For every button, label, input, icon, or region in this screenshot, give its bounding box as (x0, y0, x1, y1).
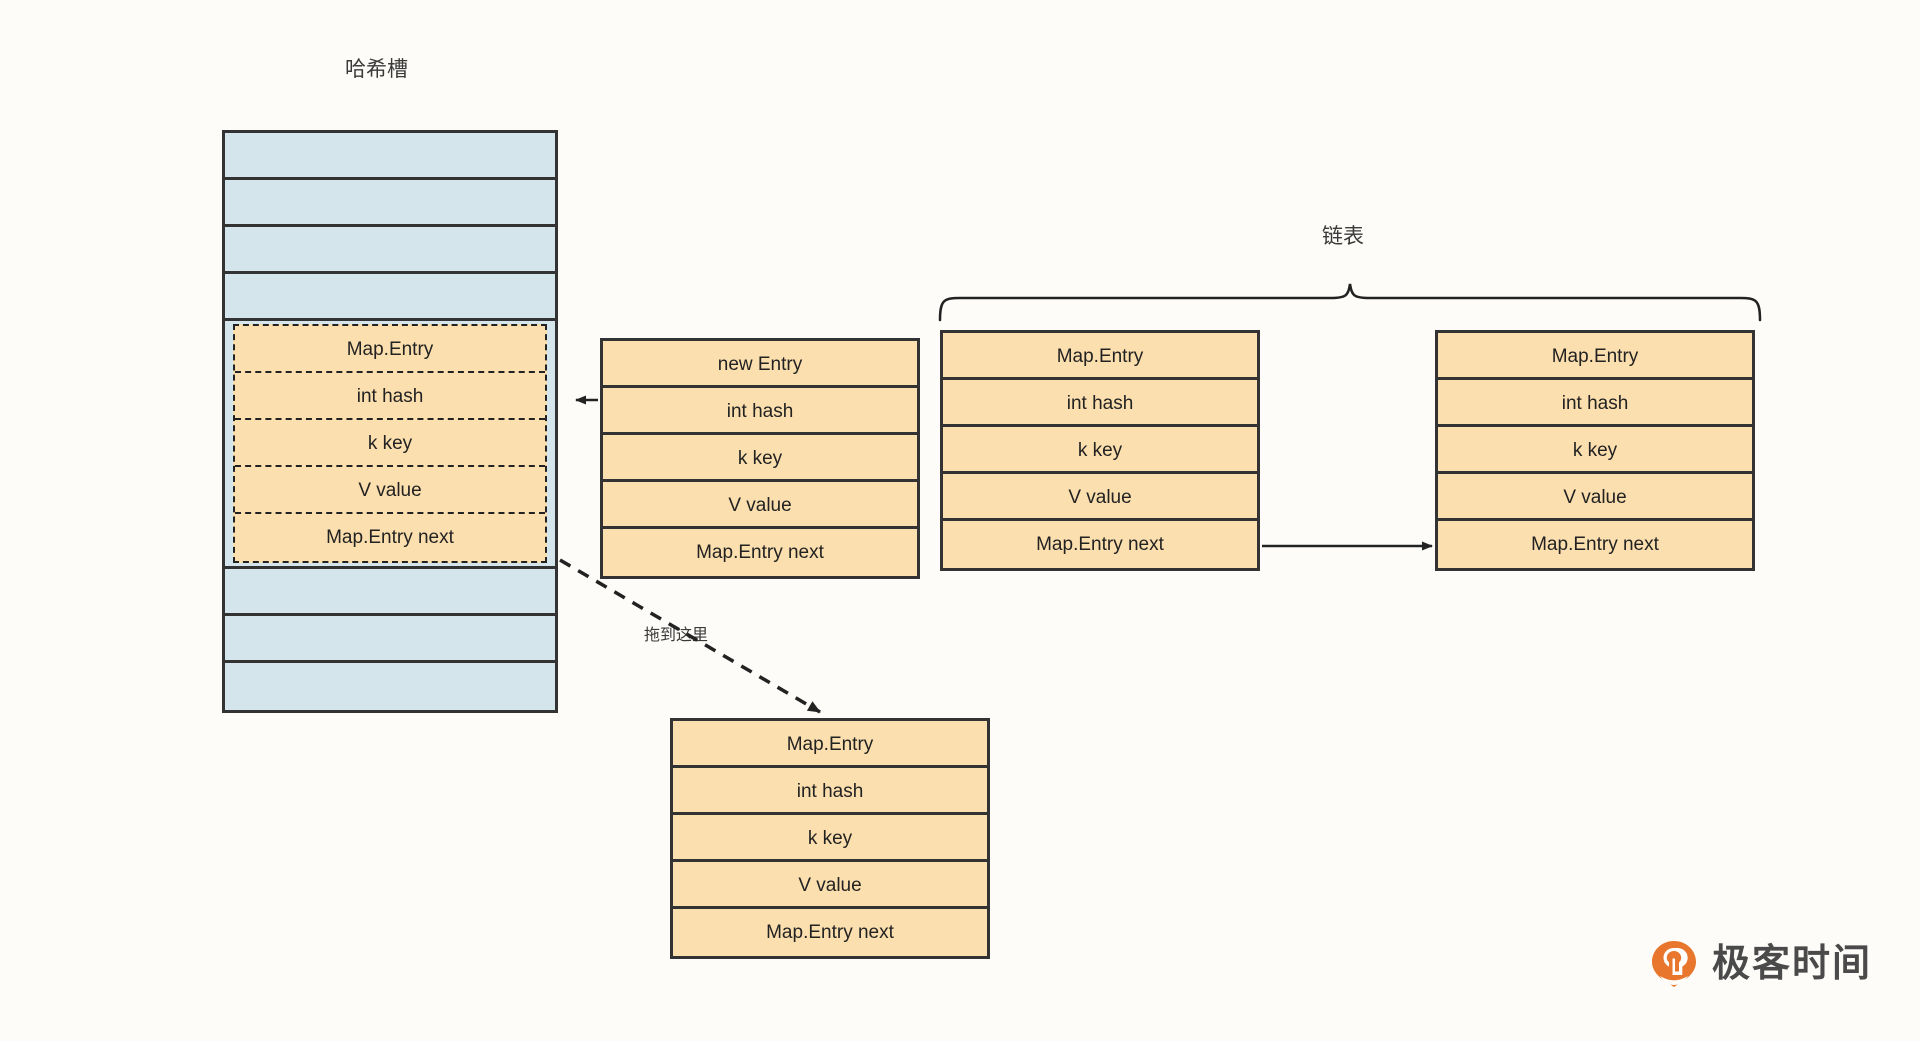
hash-slot-cell-0[interactable] (225, 133, 555, 180)
linked-list-title: 链表 (1322, 225, 1364, 248)
chain1-row-value: V value (943, 474, 1257, 521)
dragged-row-type: Map.Entry (673, 721, 987, 768)
drag-hint-label: 拖到这里 (644, 627, 709, 644)
chain-entry-1-box[interactable]: Map.Entry int hash k key V value Map.Ent… (940, 330, 1260, 571)
hash-slot-table: Map.Entry int hash k key V value Map.Ent… (222, 130, 558, 713)
chain1-row-type: Map.Entry (943, 333, 1257, 380)
chain1-row-hash: int hash (943, 380, 1257, 427)
chain2-row-value: V value (1438, 474, 1752, 521)
entry-row-hash: int hash (235, 373, 545, 420)
new-entry-row-value: V value (603, 482, 917, 529)
dragged-row-next: Map.Entry next (766, 922, 894, 943)
linked-list-brace (938, 283, 1762, 322)
dragged-row-key: k key (673, 815, 987, 862)
new-entry-row-next: Map.Entry next (696, 542, 824, 563)
brand-watermark: 极客时间 (1648, 938, 1872, 990)
dragged-row-hash: int hash (673, 768, 987, 815)
hash-slot-cell-5[interactable] (225, 569, 555, 616)
chain1-row-next: Map.Entry next (1036, 534, 1164, 555)
hash-slot-cell-2[interactable] (225, 227, 555, 274)
entry-row-value: V value (235, 467, 545, 514)
entry-row-type: Map.Entry (235, 326, 545, 373)
new-entry-row-hash: int hash (603, 388, 917, 435)
new-entry-box[interactable]: new Entry int hash k key V value Map.Ent… (600, 338, 920, 579)
hash-slot-cell-6[interactable] (225, 616, 555, 663)
chain2-row-type: Map.Entry (1438, 333, 1752, 380)
chain2-row-next: Map.Entry next (1531, 534, 1659, 555)
entry-row-key: k key (235, 420, 545, 467)
geektime-logo-icon (1652, 941, 1696, 987)
brand-name: 极客时间 (1712, 943, 1873, 985)
hash-slot-cell-4-occupied[interactable]: Map.Entry int hash k key V value Map.Ent… (225, 321, 555, 569)
chain2-row-hash: int hash (1438, 380, 1752, 427)
slot-embedded-entry[interactable]: Map.Entry int hash k key V value Map.Ent… (233, 324, 547, 563)
dragged-entry-box[interactable]: Map.Entry int hash k key V value Map.Ent… (670, 718, 990, 959)
hash-slot-cell-7[interactable] (225, 663, 555, 710)
chain-entry-2-box[interactable]: Map.Entry int hash k key V value Map.Ent… (1435, 330, 1755, 571)
hash-slot-title: 哈希槽 (345, 58, 408, 81)
new-entry-row-key: k key (603, 435, 917, 482)
dragged-row-value: V value (673, 862, 987, 909)
new-entry-row-type: new Entry (603, 341, 917, 388)
chain1-row-key: k key (943, 427, 1257, 474)
chain2-row-key: k key (1438, 427, 1752, 474)
hash-slot-cell-1[interactable] (225, 180, 555, 227)
hash-slot-cell-3[interactable] (225, 274, 555, 321)
entry-row-next: Map.Entry next (326, 527, 454, 548)
